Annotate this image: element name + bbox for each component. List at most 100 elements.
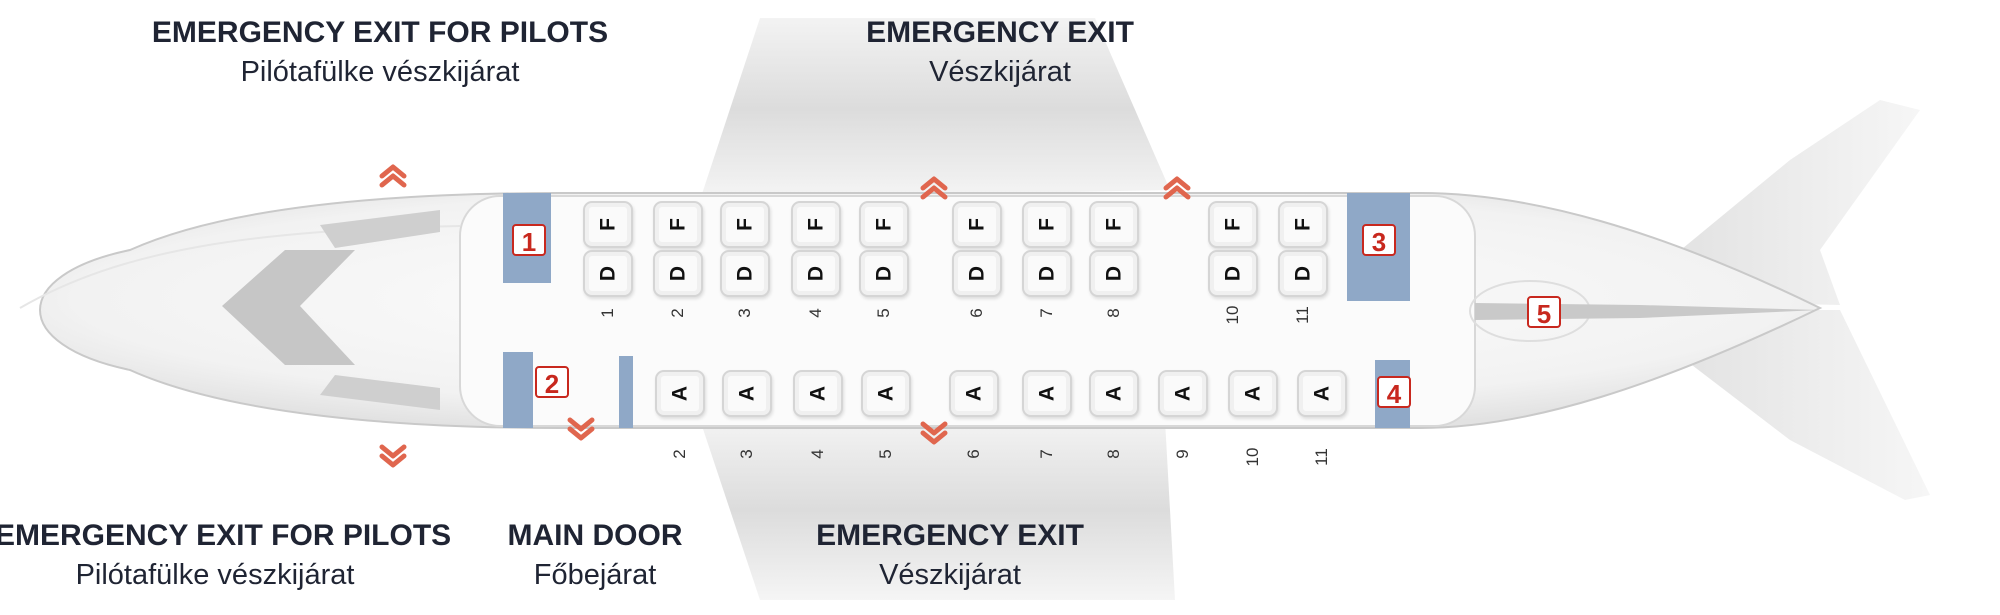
marker-3: 3: [1362, 224, 1396, 257]
seat-7F[interactable]: F: [1022, 201, 1072, 248]
seat-4F[interactable]: F: [791, 201, 841, 248]
seat-letter: A: [806, 385, 829, 402]
cockpit-window-left: [222, 250, 355, 365]
seat-letter: D: [596, 265, 619, 282]
seat-letter: F: [1291, 218, 1314, 231]
seat-letter: A: [1171, 385, 1194, 402]
row-number: 1: [598, 308, 617, 318]
row-number: 10: [1243, 447, 1262, 467]
label-title: EMERGENCY EXIT FOR PILOTS: [0, 519, 452, 552]
seat-10F[interactable]: F: [1208, 201, 1258, 248]
exit-arrow-overwing-top-1-icon: [920, 176, 948, 200]
seat-letter: D: [804, 265, 827, 282]
row-number: 11: [1312, 448, 1331, 466]
seat-letter: F: [1102, 218, 1125, 231]
seat-5A[interactable]: A: [861, 370, 911, 417]
seat-letter: D: [1291, 265, 1314, 282]
seat-4A[interactable]: A: [793, 370, 843, 417]
label-main-door: MAIN DOOR Főbejárat: [500, 517, 690, 595]
cockpit-window-lower: [320, 375, 440, 410]
seat-letter: F: [1221, 218, 1244, 231]
seat-8F[interactable]: F: [1089, 201, 1139, 248]
seat-7A[interactable]: A: [1022, 370, 1072, 417]
label-subtitle: Vészkijárat: [929, 56, 1071, 88]
marker-5: 5: [1527, 296, 1561, 329]
exit-arrow-pilot-bottom-icon: [379, 444, 407, 468]
row-number: 4: [808, 449, 827, 459]
seat-8D[interactable]: D: [1089, 250, 1139, 297]
row-number: 11: [1293, 306, 1312, 324]
seat-letter: D: [1035, 265, 1058, 282]
label-subtitle: Főbejárat: [533, 559, 657, 591]
label-subtitle: Pilótafülke vészkijárat: [75, 559, 355, 591]
exit-arrow-overwing-top-2-icon: [1163, 176, 1191, 200]
row-number: 5: [874, 308, 893, 318]
seat-letter: D: [965, 265, 988, 282]
seat-9A[interactable]: A: [1158, 370, 1208, 417]
seat-5F[interactable]: F: [859, 201, 909, 248]
row-number: 3: [735, 308, 754, 318]
seat-letter: D: [872, 265, 895, 282]
marker-4: 4: [1377, 376, 1411, 409]
seat-10D[interactable]: D: [1208, 250, 1258, 297]
lavatory-2: [503, 352, 533, 428]
seat-letter: F: [733, 218, 756, 231]
row-number: 5: [876, 449, 895, 459]
seat-letter: A: [874, 385, 897, 402]
seat-letter: F: [666, 218, 689, 231]
galley-divider: [619, 356, 633, 428]
row-number: 6: [967, 308, 986, 318]
cockpit-window-upper: [320, 210, 440, 248]
seat-letter: D: [1221, 265, 1244, 282]
seat-letter: F: [965, 218, 988, 231]
row-number: 6: [964, 449, 983, 459]
row-number: 10: [1223, 305, 1242, 325]
row-number: 9: [1173, 449, 1192, 459]
seat-letter: A: [1241, 385, 1264, 402]
row-number: 2: [670, 449, 689, 459]
label-emergency-exit-bottom: EMERGENCY EXIT Vészkijárat: [800, 517, 1100, 595]
seat-3A[interactable]: A: [722, 370, 772, 417]
seat-1F[interactable]: F: [583, 201, 633, 248]
row-number: 7: [1037, 449, 1056, 459]
seat-5D[interactable]: D: [859, 250, 909, 297]
label-title: EMERGENCY EXIT FOR PILOTS: [151, 16, 609, 49]
seat-letter: D: [1102, 265, 1125, 282]
seat-11F[interactable]: F: [1278, 201, 1328, 248]
marker-2: 2: [535, 366, 569, 399]
seat-2D[interactable]: D: [653, 250, 703, 297]
label-subtitle: Vészkijárat: [879, 559, 1021, 591]
seat-3F[interactable]: F: [720, 201, 770, 248]
exit-arrow-pilot-top-icon: [379, 164, 407, 188]
seat-letter: F: [1035, 218, 1058, 231]
label-title: EMERGENCY EXIT: [866, 16, 1134, 49]
exit-arrow-main-door-icon: [567, 417, 595, 441]
label-emergency-exit-top: EMERGENCY EXIT Vészkijárat: [850, 14, 1150, 92]
exit-arrow-overwing-bottom-icon: [920, 421, 948, 445]
label-pilot-exit-top: EMERGENCY EXIT FOR PILOTS Pilótafülke vé…: [150, 14, 610, 92]
seat-6F[interactable]: F: [952, 201, 1002, 248]
seat-letter: A: [668, 385, 691, 402]
seat-6A[interactable]: A: [949, 370, 999, 417]
label-title: EMERGENCY EXIT: [816, 519, 1084, 552]
wing-upper: [700, 18, 1170, 200]
seat-letter: F: [804, 218, 827, 231]
seat-1D[interactable]: D: [583, 250, 633, 297]
seat-10A[interactable]: A: [1228, 370, 1278, 417]
seat-7D[interactable]: D: [1022, 250, 1072, 297]
seat-letter: D: [666, 265, 689, 282]
row-number: 8: [1104, 308, 1123, 318]
seat-8A[interactable]: A: [1089, 370, 1139, 417]
seat-letter: A: [962, 385, 985, 402]
seat-4D[interactable]: D: [791, 250, 841, 297]
row-number: 2: [668, 308, 687, 318]
seat-2A[interactable]: A: [655, 370, 705, 417]
seat-letter: A: [1035, 385, 1058, 402]
seat-11D[interactable]: D: [1278, 250, 1328, 297]
seat-11A[interactable]: A: [1297, 370, 1347, 417]
seat-3D[interactable]: D: [720, 250, 770, 297]
row-number: 8: [1104, 449, 1123, 459]
seat-letter: A: [1310, 385, 1333, 402]
seat-6D[interactable]: D: [952, 250, 1002, 297]
seat-2F[interactable]: F: [653, 201, 703, 248]
